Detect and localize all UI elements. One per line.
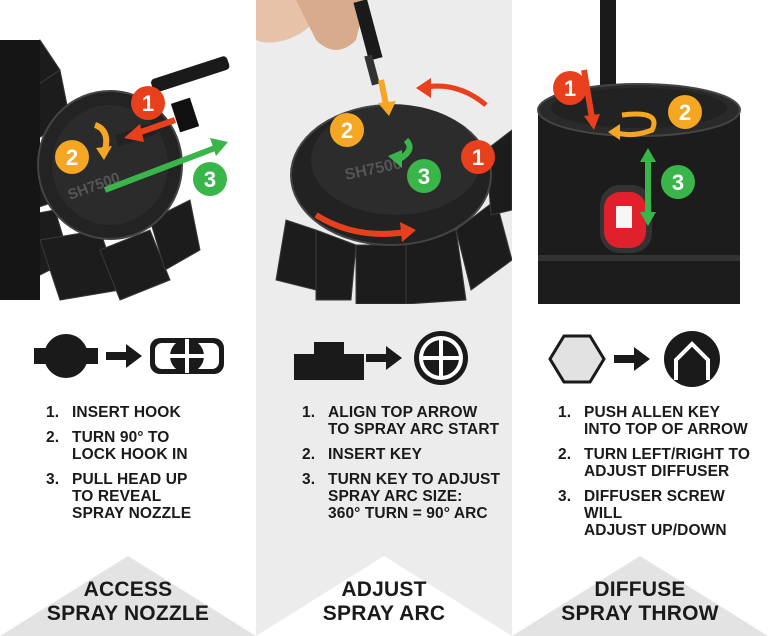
badge-step1 bbox=[553, 71, 587, 105]
badge-step2 bbox=[55, 140, 89, 174]
panel-title-line1: ADJUST bbox=[341, 578, 427, 601]
diffuser-screw-icon bbox=[664, 331, 720, 387]
panel-title: ACCESS SPRAY NOZZLE bbox=[0, 578, 256, 626]
panel-title-line2: SPRAY ARC bbox=[322, 602, 446, 625]
footer-triangle bbox=[256, 556, 512, 636]
badge-step1-label: 1 bbox=[564, 76, 576, 101]
steps-list: 1. PUSH ALLEN KEY INTO TOP OF ARROW 2. T… bbox=[512, 404, 768, 547]
badge-step2 bbox=[330, 113, 364, 147]
photo-insert-hook: SH7500 1 2 3 bbox=[0, 0, 256, 304]
icon-cap-to-key-slot bbox=[294, 331, 468, 385]
badge-step2-label: 2 bbox=[341, 118, 353, 143]
panel-title-line2: SPRAY THROW bbox=[561, 602, 719, 625]
hexagon-icon bbox=[548, 334, 606, 384]
step-item: 1. ALIGN TOP ARROW TO SPRAY ARC START bbox=[256, 404, 512, 438]
photo-insert-key: SH7500 2 3 1 bbox=[256, 0, 512, 304]
panel-adjust-spray-arc: SH7500 2 3 1 bbox=[256, 0, 512, 636]
step-text: TURN 90° TO LOCK HOOK IN bbox=[72, 429, 188, 463]
badge-step3-label: 3 bbox=[204, 167, 216, 192]
step-text: DIFFUSER SCREW WILL ADJUST UP/DOWN bbox=[584, 488, 727, 539]
panel-title-line1: DIFFUSE bbox=[594, 578, 686, 601]
arrow-right-icon bbox=[366, 346, 402, 370]
step-text: INSERT HOOK bbox=[72, 404, 181, 421]
panel-title: ADJUST SPRAY ARC bbox=[256, 578, 512, 626]
badge-step3 bbox=[193, 162, 227, 196]
panel-title-line1: ACCESS bbox=[83, 578, 173, 601]
icon-hook-to-nozzle bbox=[34, 334, 224, 378]
badge-step1-label: 1 bbox=[142, 91, 154, 116]
badge-step2 bbox=[668, 95, 702, 129]
panel-access-spray-nozzle: SH7500 1 2 3 bbox=[0, 0, 256, 636]
step-number: 2. bbox=[46, 429, 60, 446]
step-number: 1. bbox=[46, 404, 60, 421]
step-number: 3. bbox=[302, 471, 316, 488]
step-item: 3. TURN KEY TO ADJUST SPRAY ARC SIZE: 36… bbox=[256, 471, 512, 522]
badge-step1 bbox=[461, 140, 495, 174]
step-number: 1. bbox=[302, 404, 316, 421]
top-arrow-cap-icon bbox=[294, 342, 364, 380]
footer-triangle bbox=[512, 556, 768, 636]
badge-step3 bbox=[661, 165, 695, 199]
step-item: 1. INSERT HOOK bbox=[0, 404, 256, 421]
arrow-right-icon bbox=[106, 344, 142, 368]
badge-step3 bbox=[407, 159, 441, 193]
closed-cap-icon bbox=[34, 334, 98, 378]
step-number: 1. bbox=[558, 404, 572, 421]
badge-step1 bbox=[131, 86, 165, 120]
step-text: INSERT KEY bbox=[328, 446, 423, 463]
footer-triangle bbox=[0, 556, 256, 636]
steps-list: 1. INSERT HOOK 2. TURN 90° TO LOCK HOOK … bbox=[0, 404, 256, 530]
step-text: TURN LEFT/RIGHT TO ADJUST DIFFUSER bbox=[584, 446, 750, 480]
panel-title: DIFFUSE SPRAY THROW bbox=[512, 578, 768, 626]
step-number: 3. bbox=[558, 488, 572, 505]
step-item: 2. TURN LEFT/RIGHT TO ADJUST DIFFUSER bbox=[512, 446, 768, 480]
step-item: 1. PUSH ALLEN KEY INTO TOP OF ARROW bbox=[512, 404, 768, 438]
badge-step1-label: 1 bbox=[472, 145, 484, 170]
step-text: PULL HEAD UP TO REVEAL SPRAY NOZZLE bbox=[72, 471, 192, 522]
icon-hex-to-diffuser bbox=[548, 331, 720, 387]
step-text: PUSH ALLEN KEY INTO TOP OF ARROW bbox=[584, 404, 748, 438]
arrow-right-icon bbox=[614, 347, 650, 371]
step-text: TURN KEY TO ADJUST SPRAY ARC SIZE: 360° … bbox=[328, 471, 501, 522]
step-number: 2. bbox=[302, 446, 316, 463]
step-item: 2. TURN 90° TO LOCK HOOK IN bbox=[0, 429, 256, 463]
step-item: 3. DIFFUSER SCREW WILL ADJUST UP/DOWN bbox=[512, 488, 768, 539]
photo-allen-key: 1 2 3 bbox=[512, 0, 768, 304]
step-number: 3. bbox=[46, 471, 60, 488]
exposed-nozzle-icon bbox=[150, 338, 224, 374]
step-number: 2. bbox=[558, 446, 572, 463]
key-slot-icon bbox=[414, 331, 468, 385]
badge-step3-label: 3 bbox=[418, 164, 430, 189]
panel-title-line2: SPRAY NOZZLE bbox=[46, 602, 210, 625]
badge-step3-label: 3 bbox=[672, 170, 684, 195]
panel-diffuse-spray-throw: 1 2 3 1. PUSH ALLEN KEY INT bbox=[512, 0, 768, 636]
step-item: 3. PULL HEAD UP TO REVEAL SPRAY NOZZLE bbox=[0, 471, 256, 522]
steps-list: 1. ALIGN TOP ARROW TO SPRAY ARC START 2.… bbox=[256, 404, 512, 530]
badge-step2-label: 2 bbox=[66, 145, 78, 170]
badge-step2-label: 2 bbox=[679, 100, 691, 125]
step-item: 2. INSERT KEY bbox=[256, 446, 512, 463]
step-text: ALIGN TOP ARROW TO SPRAY ARC START bbox=[328, 404, 500, 438]
